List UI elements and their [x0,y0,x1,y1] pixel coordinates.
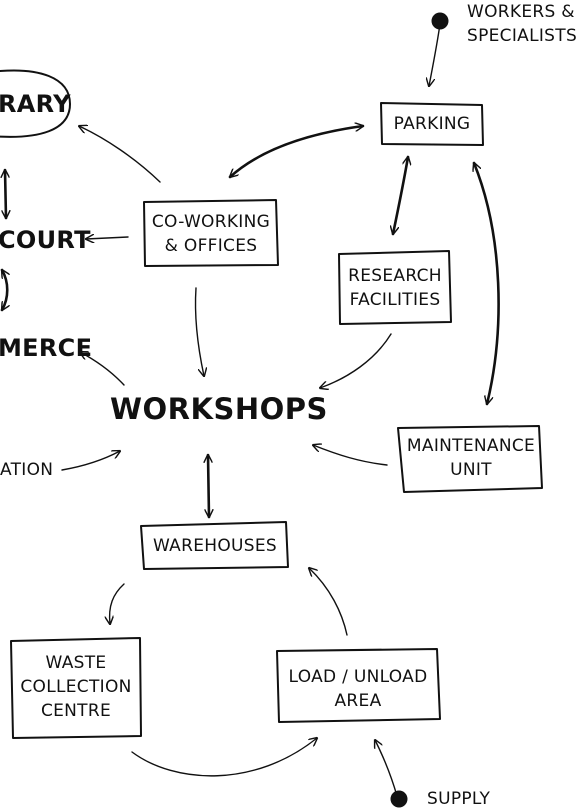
warehouses-label: WAREHOUSES [153,536,277,556]
education-label: ATION [0,460,54,480]
waste-line-1: WASTE [45,653,107,673]
research-line-1: RESEARCH [348,266,442,286]
library-outline [0,69,71,138]
load-box [276,648,441,723]
edge-library-court [5,168,6,220]
edge-workshops-warehouses [208,453,209,519]
parking-label: PARKING [393,114,471,134]
coworking-line-1: CO-WORKING [151,212,271,232]
warehouses-box [140,521,289,570]
edge-supply-load [375,740,398,797]
load-line-2: AREA [334,691,382,711]
edge-maintenance-workshops [313,445,388,466]
edge-parking-maintenance [474,163,500,404]
maintenance-line-2: UNIT [450,460,492,480]
workshops-label: WORKSHOPS [110,392,328,426]
edge-coworking-court [86,237,129,239]
parking-box [380,102,484,146]
commerce-label: MERCE [0,334,93,362]
workers-line-2: SPECIALISTS [467,26,577,46]
waste-box [10,637,142,739]
edge-warehouses-waste [110,583,125,624]
edge-coworking-workshops [194,287,204,376]
workers-label: WORKERS & SPECIALISTS [467,0,577,48]
edge-workshops-commerce [80,352,125,386]
coworking-line-2: & OFFICES [164,236,258,256]
edge-waste-load [131,738,317,777]
edge-court-commerce [0,270,7,310]
edge-parking-coworking [230,126,363,177]
edge-research-workshops [320,333,392,388]
research-label: RESEARCH FACILITIES [340,264,450,312]
maintenance-label: MAINTENANCE UNIT [401,434,541,482]
waste-line-3: CENTRE [40,701,112,721]
load-line-1: LOAD / UNLOAD [288,667,428,687]
workers-line-1: WORKERS & [467,2,575,22]
research-box [338,250,452,325]
waste-line-2: COLLECTION [20,677,132,697]
supply-label: SUPPLY [427,789,491,809]
supply-dot [390,790,408,808]
edge-workers-parking [429,23,441,86]
edge-load-warehouses [309,568,348,636]
edge-coworking-library [79,126,161,183]
coworking-box [143,199,279,267]
maintenance-line-1: MAINTENANCE [406,436,536,456]
coworking-label: CO-WORKING & OFFICES [145,210,277,258]
edge-parking-research [393,157,408,234]
library-label: RARY [0,90,71,118]
waste-label: WASTE COLLECTION CENTRE [12,651,140,723]
edge-education-workshops [61,451,120,471]
research-line-2: FACILITIES [349,290,441,310]
court-label: COURT [0,226,91,254]
load-label: LOAD / UNLOAD AREA [278,665,438,713]
maintenance-box [397,425,543,493]
workers-dot [431,12,449,30]
